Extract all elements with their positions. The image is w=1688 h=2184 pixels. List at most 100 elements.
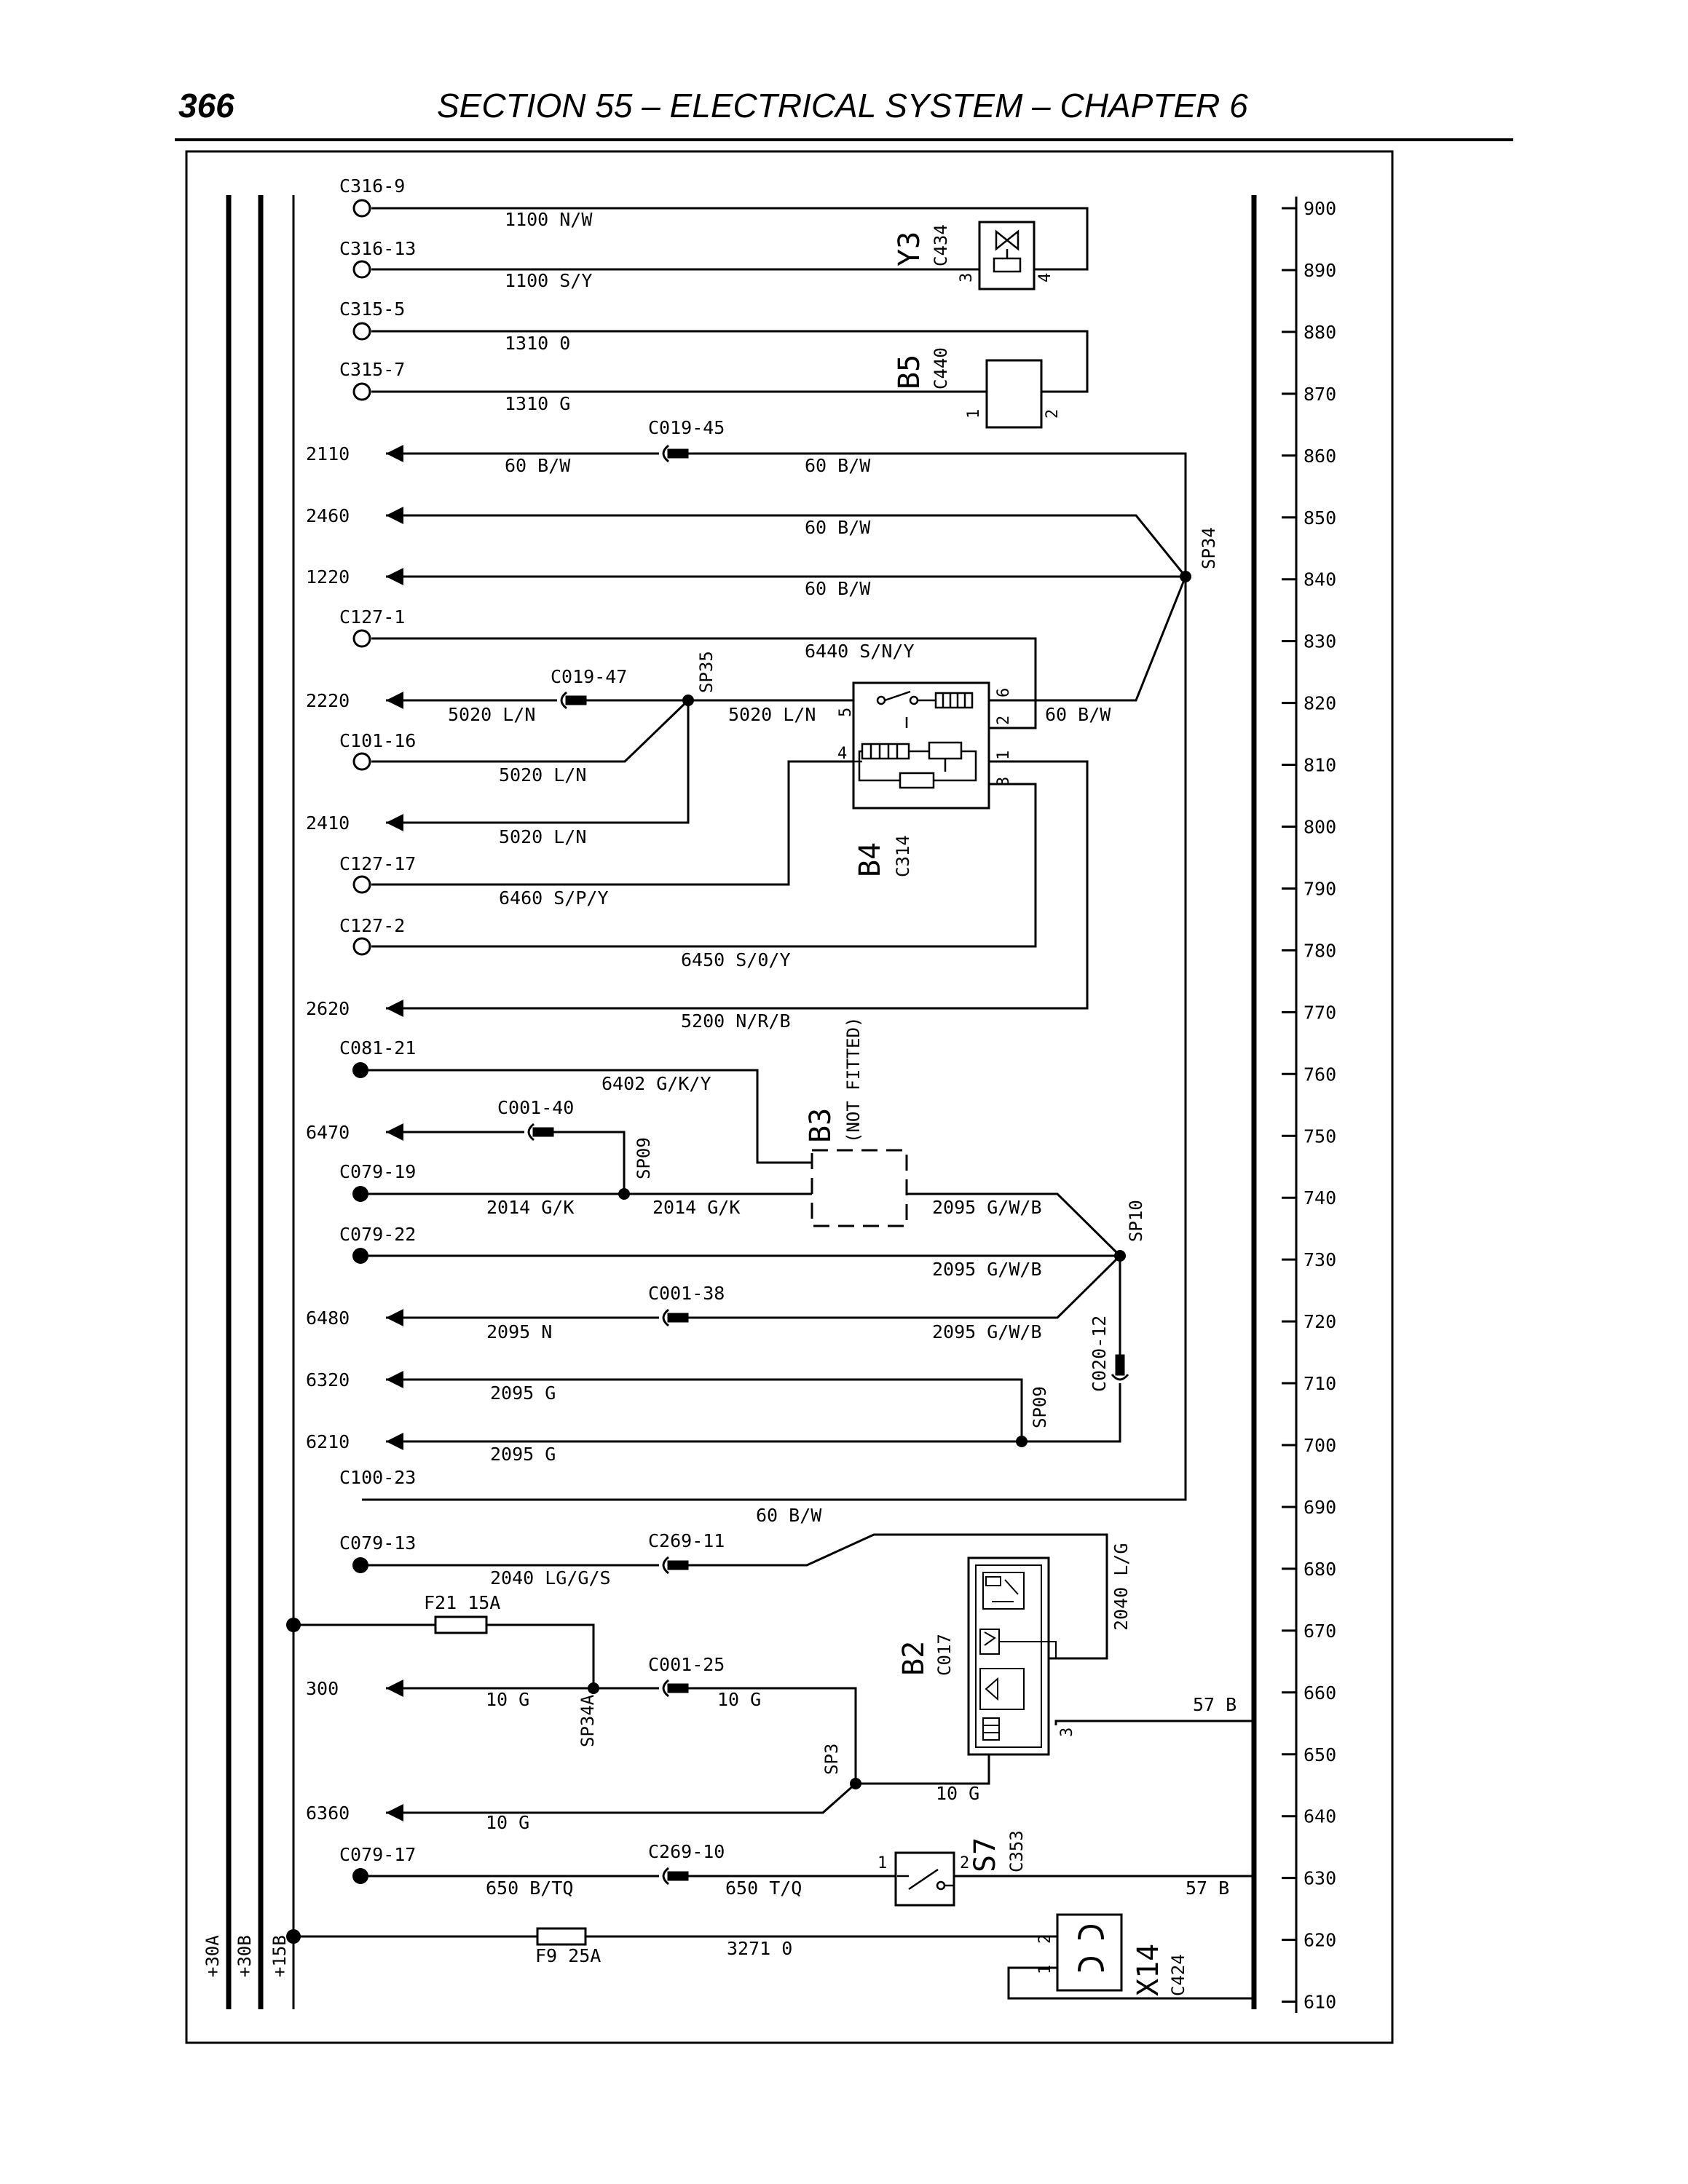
wire-label: 2040 LG/G/S	[490, 1567, 611, 1588]
scale-label: 660	[1304, 1682, 1336, 1704]
wire-label: 60 B/W	[756, 1505, 822, 1526]
connector-terminals	[352, 199, 371, 1884]
component-y3: Y3 C434 3 4	[893, 221, 1054, 290]
splice-label: SP34A	[577, 1694, 598, 1747]
scale-label: 740	[1304, 1187, 1336, 1208]
component-label: Y3	[893, 232, 926, 266]
reference-label: 300	[306, 1678, 339, 1699]
wire-label: 57 B	[1186, 1878, 1229, 1899]
component-b2: B2 C017 3	[897, 1556, 1076, 1756]
pin-label: 2	[1036, 1934, 1054, 1944]
wire-label: 57 B	[1193, 1694, 1237, 1715]
scale-label: 760	[1304, 1064, 1336, 1085]
splice-label: SP34	[1199, 527, 1219, 569]
wire-label: 60 B/W	[805, 517, 871, 538]
filled-terminal	[352, 1557, 368, 1573]
pin-label: 1	[877, 1854, 887, 1872]
connector-label: C079-13	[339, 1532, 416, 1554]
reference-label: 1220	[306, 566, 350, 587]
splice-label: SP09	[634, 1137, 654, 1179]
open-terminal	[352, 629, 371, 648]
component-label: B2	[897, 1641, 931, 1676]
open-terminal	[352, 875, 371, 894]
scale-label: 720	[1304, 1311, 1336, 1332]
reference-labels: 2110246012202220241026206470648063206210…	[306, 443, 350, 1824]
pin-label: 2	[960, 1854, 969, 1872]
scale-label: 830	[1304, 631, 1336, 652]
connector-label: C127-2	[339, 915, 405, 936]
connector-label: C315-7	[339, 359, 405, 380]
scale-label: 680	[1304, 1559, 1336, 1580]
wire-label: 10 G	[486, 1689, 529, 1710]
wire-label: 2095 G/W/B	[932, 1321, 1042, 1342]
wire-label: 2014 G/K	[652, 1197, 740, 1218]
scale-label: 850	[1304, 507, 1336, 529]
scale-label: 750	[1304, 1125, 1336, 1147]
component-b4: B4 C314 5 6 2 4 1 3	[837, 681, 1013, 877]
connector-label: C127-17	[339, 853, 416, 874]
scale-label: 870	[1304, 384, 1336, 405]
open-terminal	[352, 382, 371, 401]
component-label: S7	[969, 1837, 1002, 1872]
pin-label: 2	[995, 716, 1013, 725]
component-label: B4	[853, 842, 887, 877]
scale-label: 810	[1304, 755, 1336, 776]
connector-label: C101-16	[339, 730, 416, 751]
wire-label: 2095 G	[490, 1382, 556, 1404]
page-header: 366 SECTION 55 – ELECTRICAL SYSTEM – CHA…	[0, 0, 1688, 146]
reference-label: 6320	[306, 1369, 350, 1390]
filled-terminal	[352, 1186, 368, 1202]
scale-label: 610	[1304, 1992, 1336, 2013]
open-terminal	[352, 260, 371, 279]
component-note: (NOT FITTED)	[843, 1017, 864, 1143]
wire-label: 60 B/W	[805, 455, 871, 476]
scale-label: 640	[1304, 1806, 1336, 1827]
component-label: B5	[893, 355, 926, 389]
reference-label: 6360	[306, 1803, 350, 1824]
connector-label: C079-17	[339, 1844, 416, 1865]
reference-label: 6480	[306, 1307, 350, 1329]
wire-label: 5020 L/N	[728, 704, 816, 725]
wire-label: 6402 G/K/Y	[602, 1073, 711, 1094]
splice-dots	[286, 571, 1191, 1944]
fuse-labels: F21 15A F9 25A	[424, 1592, 601, 1966]
scale-label: 880	[1304, 322, 1336, 343]
scale-label: 770	[1304, 1002, 1336, 1023]
scale-label: 630	[1304, 1868, 1336, 1889]
fuse-symbols	[434, 1615, 587, 1946]
splice-label: SP09	[1030, 1386, 1050, 1428]
inline-connector-label: C019-45	[648, 417, 725, 438]
connector-label: C081-21	[339, 1037, 416, 1059]
pin-label: 3	[958, 273, 976, 282]
pin-label: 4	[837, 745, 847, 763]
connector-label: C316-9	[339, 175, 405, 197]
connector-label: C079-19	[339, 1161, 416, 1182]
filled-terminal	[352, 1062, 368, 1078]
inline-connector-label: C269-10	[648, 1841, 725, 1862]
pin-label: 3	[1058, 1728, 1076, 1737]
connector-label: C315-5	[339, 298, 405, 320]
page-number: 366	[178, 87, 234, 124]
filled-terminal	[352, 1868, 368, 1884]
open-terminal	[352, 937, 371, 956]
wire-label: 2095 G/W/B	[932, 1197, 1042, 1218]
wire-label: 1100 N/W	[505, 209, 593, 230]
scale-label: 820	[1304, 693, 1336, 714]
scale-label: 900	[1304, 198, 1336, 219]
scale-label: 700	[1304, 1435, 1336, 1456]
wire-label: 6450 S/0/Y	[681, 949, 791, 970]
scale-label: 840	[1304, 569, 1336, 590]
wire-label: 60 B/W	[805, 578, 871, 599]
pin-label: 4	[1036, 273, 1054, 282]
component-s7: S7 C353 1 2	[877, 1830, 1027, 1907]
component-connector: C440	[931, 347, 951, 389]
component-connector: C424	[1168, 1954, 1188, 1996]
power-rail-labels: +30A +30B +15B	[202, 1935, 290, 1977]
component-connector: C017	[934, 1634, 955, 1676]
scale-label: 650	[1304, 1744, 1336, 1765]
component-connector: C434	[931, 224, 951, 266]
pin-label: 6	[995, 688, 1013, 697]
